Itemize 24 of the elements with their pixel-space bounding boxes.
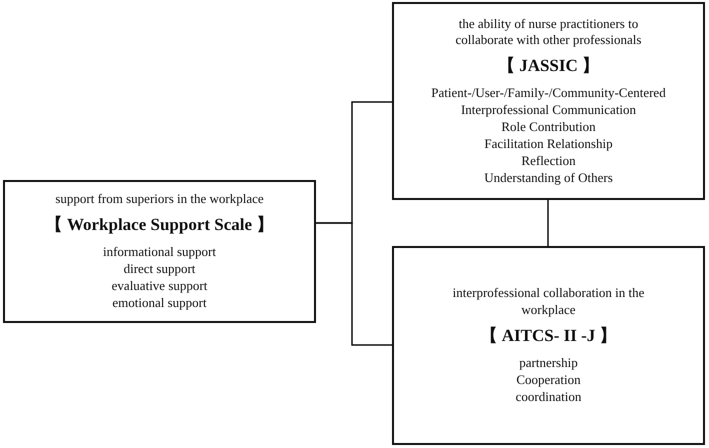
subscale-item: Cooperation bbox=[516, 372, 581, 389]
subscale-item: evaluative support bbox=[112, 278, 208, 296]
subscale-item: Understanding of Others bbox=[484, 170, 613, 186]
scale-name: 【 Workplace Support Scale 】 bbox=[46, 214, 274, 236]
scale-description: interprofessional collaboration in the workplace bbox=[452, 285, 646, 318]
subscale-item: emotional support bbox=[112, 295, 207, 312]
connector-line bbox=[547, 200, 549, 246]
subscale-item: coordination bbox=[516, 388, 582, 406]
scale-box bbox=[392, 2, 705, 200]
subscale-item: Patient-/User-/Family-/Community-Centered bbox=[431, 85, 666, 102]
subscale-item: Facilitation Relationship bbox=[484, 136, 613, 153]
subscale-item: direct support bbox=[124, 261, 196, 278]
connector-line bbox=[316, 222, 392, 346]
scale-description: support from superiors in the workplace bbox=[55, 191, 264, 208]
subscale-item: informational support bbox=[102, 244, 216, 262]
subscale-item: Reflection bbox=[521, 152, 576, 170]
scale-box bbox=[3, 180, 316, 323]
subscale-item: partnership bbox=[519, 354, 578, 372]
scale-box bbox=[392, 246, 705, 445]
scale-description: the ability of nurse practitioners to collaborate with other professionals bbox=[454, 16, 642, 48]
subscale-item: Role Contribution bbox=[501, 118, 596, 136]
subscale-item: Interprofessional Communication bbox=[460, 102, 636, 119]
scale-name: 【 JASSIC 】 bbox=[498, 55, 600, 78]
scale-name: 【 AITCS- II -J 】 bbox=[480, 324, 617, 347]
